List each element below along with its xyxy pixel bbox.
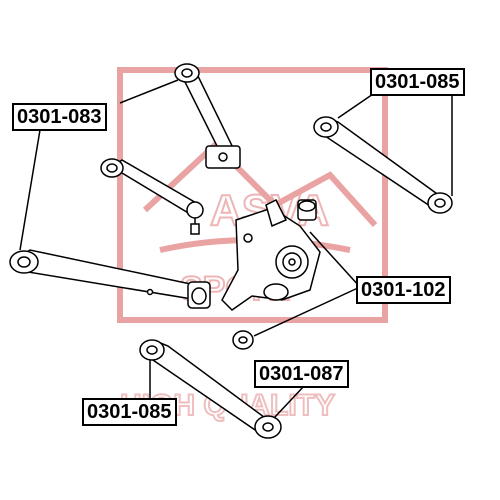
upper-link-arm bbox=[174, 63, 241, 169]
label-0301-085-top: 0301-085 bbox=[370, 68, 465, 96]
leader-lines bbox=[19, 79, 453, 419]
knuckle-hub bbox=[221, 198, 321, 350]
leader-0301-102-a bbox=[309, 231, 361, 288]
leader-0301-083-top bbox=[119, 79, 179, 104]
label-0301-087: 0301-087 bbox=[254, 360, 349, 388]
upper-right-arm bbox=[313, 116, 453, 214]
label-0301-085-bottom: 0301-085 bbox=[82, 398, 177, 426]
leader-0301-102-b bbox=[253, 286, 361, 337]
toe-link-arm bbox=[100, 158, 204, 235]
label-0301-083: 0301-083 bbox=[12, 103, 107, 131]
leader-0301-085-top-a bbox=[337, 91, 377, 119]
label-0301-102: 0301-102 bbox=[356, 276, 451, 304]
leader-0301-087 bbox=[273, 384, 306, 419]
lower-long-arm bbox=[9, 249, 211, 309]
leader-0301-083-left bbox=[19, 129, 41, 251]
lower-right-arm bbox=[139, 339, 282, 439]
